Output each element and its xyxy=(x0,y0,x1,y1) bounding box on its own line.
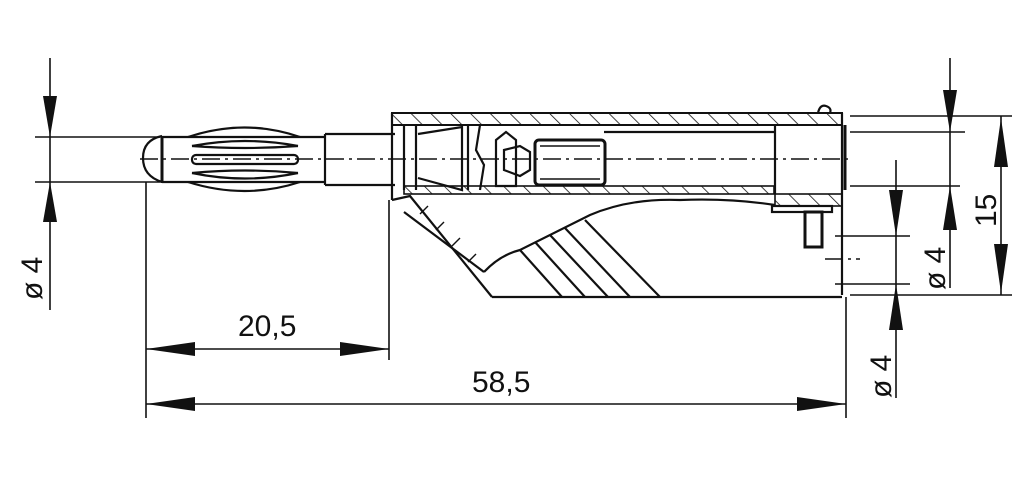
plug-housing-section xyxy=(390,104,847,299)
dim-pin-diameter: ø 4 xyxy=(16,58,160,310)
dim-label-socket-diameter: ø 4 xyxy=(919,247,952,290)
dim-socket-diameter: ø 4 xyxy=(850,58,965,290)
dim-side-socket-diameter: ø 4 xyxy=(835,160,910,398)
dim-overall-length: 58,5 xyxy=(146,297,847,418)
dim-label-pin-length: 20,5 xyxy=(238,310,296,343)
dim-pin-length: 20,5 xyxy=(145,182,390,418)
plug-pin xyxy=(141,126,395,193)
dim-label-overall-length: 58,5 xyxy=(472,366,530,399)
dim-label-pin-diameter: ø 4 xyxy=(16,257,49,300)
dim-label-body-height: 15 xyxy=(970,194,1003,227)
dim-body-height: 15 xyxy=(850,115,1012,296)
dim-label-side-socket-diameter: ø 4 xyxy=(865,355,898,398)
